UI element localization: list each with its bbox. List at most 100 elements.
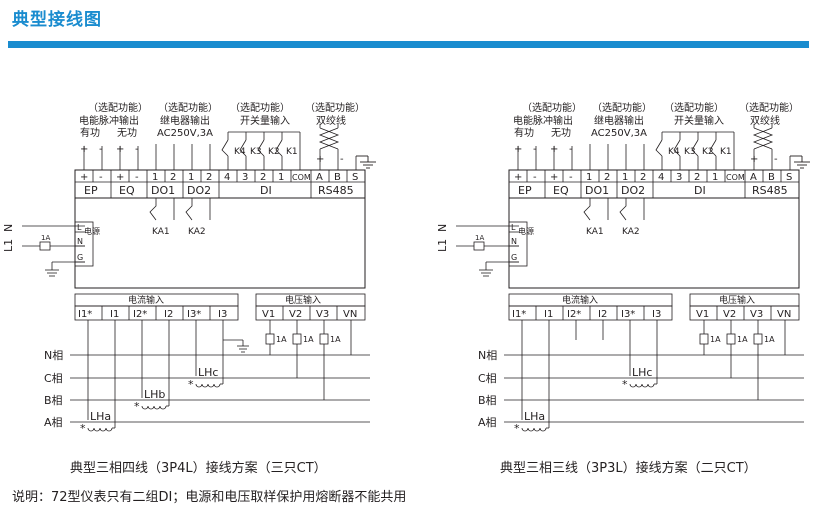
optional-label: （选配功能） bbox=[522, 101, 582, 114]
term-minus: - bbox=[569, 172, 573, 183]
term-plus: + bbox=[550, 144, 558, 155]
optional-label: （选配功能） bbox=[230, 101, 290, 114]
pulse-label: 电能脉冲输出 bbox=[79, 114, 139, 127]
phase-n: N相 bbox=[478, 349, 497, 362]
k2-label: K2 bbox=[702, 147, 714, 157]
term-two: 2 bbox=[206, 172, 212, 183]
line-l1-label: L1 bbox=[2, 239, 15, 252]
lha-label: LHa bbox=[524, 410, 545, 423]
i1s-label: I1* bbox=[78, 309, 92, 320]
phase-a: A相 bbox=[478, 416, 497, 429]
term-two: 2 bbox=[170, 172, 176, 183]
active-label: 有功 bbox=[514, 126, 534, 139]
switch-label: 开关量输入 bbox=[674, 114, 724, 127]
k3-label: K3 bbox=[250, 147, 262, 157]
fuse-label: 1A bbox=[41, 234, 50, 242]
group-di: DI bbox=[694, 184, 706, 197]
term-a: A bbox=[750, 172, 757, 183]
relay-label: 继电器输出 bbox=[160, 114, 210, 127]
group-rs485: RS485 bbox=[752, 184, 788, 197]
fuse-v3: 1A bbox=[330, 335, 341, 344]
line-n-label: N bbox=[436, 224, 449, 232]
group-di: DI bbox=[260, 184, 272, 197]
term-com: COM bbox=[292, 173, 311, 182]
current-input-label: 电流输入 bbox=[562, 294, 598, 306]
term-one: 1 bbox=[586, 172, 592, 183]
power-label: 电源 bbox=[84, 226, 100, 236]
active-label: 有功 bbox=[80, 126, 100, 139]
footnote: 说明：72型仪表只有二组DI；电源和电压取样保护用熔断器不能共用 bbox=[12, 490, 407, 505]
optional-label: （选配功能） bbox=[305, 101, 365, 114]
pin-g: G bbox=[77, 253, 83, 262]
ka2-label: KA2 bbox=[188, 227, 206, 237]
pulse-label: 电能脉冲输出 bbox=[513, 114, 573, 127]
pin-l: L bbox=[511, 223, 516, 232]
term-minus: - bbox=[99, 144, 103, 155]
term-s: S bbox=[786, 172, 792, 183]
twisted-label: 双绞线 bbox=[316, 114, 346, 127]
fuse-v2: 1A bbox=[737, 335, 748, 344]
caption-3p3l: 典型三相三线（3P3L）接线方案（二只CT） bbox=[500, 461, 757, 476]
term-three: 3 bbox=[676, 172, 682, 183]
diagram-3p4l bbox=[21, 123, 377, 432]
fuse-v1: 1A bbox=[710, 335, 721, 344]
term-a: A bbox=[316, 172, 323, 183]
vn-label: VN bbox=[343, 309, 357, 320]
ka1-label: KA1 bbox=[152, 227, 170, 237]
group-eq: EQ bbox=[553, 184, 569, 197]
term-plus: + bbox=[116, 144, 124, 155]
term-com: COM bbox=[726, 173, 745, 182]
term-plus: + bbox=[514, 172, 522, 183]
term-b: B bbox=[768, 172, 775, 183]
page-title: 典型接线图 bbox=[12, 10, 102, 30]
optional-label: （选配功能） bbox=[592, 101, 652, 114]
term-one: 1 bbox=[152, 172, 158, 183]
phase-b: B相 bbox=[478, 394, 497, 407]
lhc-star: * bbox=[188, 378, 194, 391]
i2-label: I2 bbox=[598, 309, 607, 320]
v2-label: V2 bbox=[289, 309, 302, 320]
term-minus: - bbox=[533, 144, 537, 155]
fuse-v1: 1A bbox=[276, 335, 287, 344]
k4-label: K4 bbox=[234, 147, 246, 157]
i3-label: I3 bbox=[652, 309, 661, 320]
diagram-3p3l bbox=[455, 123, 811, 432]
term-plus: + bbox=[80, 144, 88, 155]
lha-label: LHa bbox=[90, 410, 111, 423]
vn-label: VN bbox=[777, 309, 791, 320]
fuse-v2: 1A bbox=[303, 335, 314, 344]
optional-label: （选配功能） bbox=[739, 101, 799, 114]
phase-n: N相 bbox=[44, 349, 63, 362]
term-b: B bbox=[334, 172, 341, 183]
i3-label: I3 bbox=[218, 309, 227, 320]
term-minus: - bbox=[99, 172, 103, 183]
ka2-label: KA2 bbox=[622, 227, 640, 237]
term-two: 2 bbox=[260, 172, 266, 183]
rs485-plus: + bbox=[750, 154, 758, 165]
relay-label: 继电器输出 bbox=[594, 114, 644, 127]
reactive-label: 无功 bbox=[551, 127, 571, 139]
term-one: 1 bbox=[622, 172, 628, 183]
term-one: 1 bbox=[712, 172, 718, 183]
rs485-minus: - bbox=[340, 154, 344, 165]
i3s-label: I3* bbox=[621, 309, 635, 320]
relay-rating: AC250V,3A bbox=[157, 128, 213, 139]
phase-b: B相 bbox=[44, 394, 63, 407]
lhc-star: * bbox=[622, 378, 628, 391]
rs485-minus: - bbox=[774, 154, 778, 165]
term-minus: - bbox=[569, 144, 573, 155]
phase-c: C相 bbox=[478, 372, 497, 385]
term-minus: - bbox=[135, 172, 139, 183]
voltage-input-label: 电压输入 bbox=[285, 294, 321, 306]
pin-l: L bbox=[77, 223, 82, 232]
group-eq: EQ bbox=[119, 184, 135, 197]
group-ep: EP bbox=[518, 184, 532, 197]
lhc-label: LHc bbox=[198, 366, 218, 379]
pin-g: G bbox=[511, 253, 517, 262]
i1-label: I1 bbox=[544, 309, 553, 320]
term-one: 1 bbox=[188, 172, 194, 183]
ka1-label: KA1 bbox=[586, 227, 604, 237]
lha-star: * bbox=[514, 422, 520, 435]
term-plus: + bbox=[116, 172, 124, 183]
